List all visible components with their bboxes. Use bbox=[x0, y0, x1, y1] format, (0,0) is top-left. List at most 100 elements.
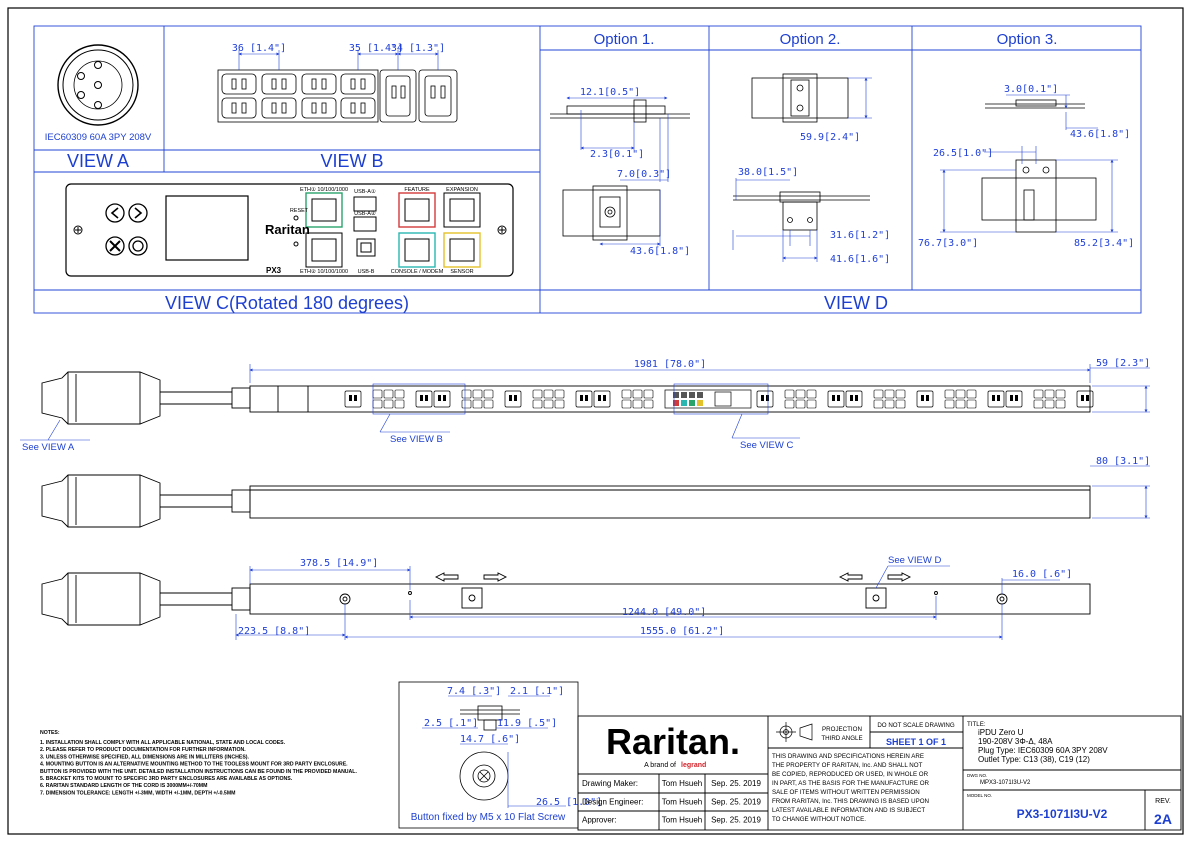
rev-label: REV. bbox=[1155, 798, 1171, 805]
outlet-group bbox=[827, 390, 863, 408]
title-line: iPDU Zero U bbox=[978, 728, 1024, 737]
outlet-group bbox=[873, 389, 906, 409]
label-console: CONSOLE / MODEM bbox=[391, 269, 444, 275]
outlet-group bbox=[916, 390, 934, 408]
view-b-dimensions bbox=[238, 50, 439, 70]
row-role: Approver: bbox=[582, 816, 617, 825]
outlet-group bbox=[415, 390, 451, 408]
disclaimer-line: SALE OF ITEMS WITHOUT WRITTEN PERMISSION bbox=[772, 789, 920, 796]
o2-dim-c: 31.6[1.2"] bbox=[830, 230, 890, 241]
disclaimer-line: IN PART, AS THE BASIS FOR THE MANUFACTUR… bbox=[772, 780, 930, 787]
note-item: BUTTON IS PROVIDED WITH THE UNIT. DETAIL… bbox=[40, 769, 357, 775]
option-1-title: Option 1. bbox=[594, 31, 655, 48]
title-label: TITLE: bbox=[967, 721, 986, 728]
model-no: PX3-1071I3U-V2 bbox=[1017, 807, 1108, 821]
label-eth2: ETH② 10/100/1000 bbox=[300, 268, 348, 275]
label-sensor: SENSOR bbox=[450, 269, 473, 275]
dwg-no: MPX3-1071I3U-V2 bbox=[980, 780, 1031, 786]
btn-dim-4: 11.9 [.5"] bbox=[497, 718, 557, 729]
row-date: Sep. 25. 2019 bbox=[711, 816, 761, 825]
tagline-prefix: A brand of bbox=[644, 762, 676, 769]
outlet-group bbox=[372, 389, 405, 409]
note-item: 2. PLEASE REFER TO PRODUCT DOCUMENTATION… bbox=[40, 747, 246, 753]
title-line: 190-208V 3Φ-Δ, 48A bbox=[978, 737, 1053, 746]
view-c-controller bbox=[65, 183, 514, 277]
title-line: Plug Type: IEC60309 60A 3PY 208V bbox=[978, 746, 1108, 755]
row-name: Tom Hsueh bbox=[662, 816, 702, 825]
row-name: Tom Hsueh bbox=[662, 779, 702, 788]
option-3-title: Option 3. bbox=[997, 31, 1058, 48]
see-view-b: See VIEW B bbox=[390, 434, 443, 445]
o1-dim-b: 2.3[0.1"] bbox=[590, 149, 644, 160]
view-d-title: VIEW D bbox=[824, 293, 888, 313]
outlet-group bbox=[344, 390, 362, 408]
dim-378: 378.5 [14.9"] bbox=[300, 558, 378, 569]
row-role: Drawing Maker: bbox=[582, 779, 638, 788]
label-expansion: EXPANSION bbox=[446, 187, 478, 193]
label-usb-a1: USB-A① bbox=[354, 188, 376, 195]
o3-dim-a: 3.0[0.1"] bbox=[1004, 84, 1058, 95]
disclaimer-line: THE PROPERTY OF RARITAN, Inc. AND SHALL … bbox=[772, 762, 923, 769]
o3-dim-e: 85.2[3.4"] bbox=[1074, 238, 1134, 249]
btn-dim-5: 14.7 [.6"] bbox=[460, 734, 520, 745]
disclaimer-line: THIS DRAWING AND SPECIFICATIONS HEREIN A… bbox=[772, 753, 924, 760]
note-item: 5. BRACKET KITS TO MOUNT TO SPECIFIC 3RD… bbox=[40, 776, 293, 782]
view-b-outlets bbox=[217, 69, 458, 123]
controller-module bbox=[664, 389, 752, 409]
row-role: Design Engineer: bbox=[582, 797, 643, 806]
o3-dim-c: 26.5[1.0"] bbox=[933, 148, 993, 159]
o2-dim-b: 38.0[1.5"] bbox=[738, 167, 798, 178]
outlet-group bbox=[987, 390, 1023, 408]
disclaimer-line: BE COPIED, REPRODUCED OR USED, IN WHOLE … bbox=[772, 771, 929, 778]
dim-16: 16.0 [.6"] bbox=[1012, 569, 1072, 580]
note-item: 1. INSTALLATION SHALL COMPLY WITH ALL AP… bbox=[40, 740, 286, 746]
dim-depth-front: 59 [2.3"] bbox=[1096, 358, 1150, 369]
label-eth1: ETH① 10/100/1000 bbox=[300, 186, 348, 193]
view-b-dim-35: 35 [1.4"] bbox=[349, 43, 403, 54]
title-block-frame bbox=[577, 715, 1182, 831]
row-date: Sep. 25. 2019 bbox=[711, 779, 761, 788]
outlet-group bbox=[784, 389, 817, 409]
button-caption: Button fixed by M5 x 10 Flat Screw bbox=[411, 812, 566, 823]
option-2-bracket bbox=[733, 73, 870, 231]
note-item: 3. UNLESS OTHERWISE SPECIFIED, ALL DIMEN… bbox=[40, 754, 250, 760]
pdu-rear-view bbox=[41, 572, 1091, 626]
dim-223: 223.5 [8.8"] bbox=[238, 626, 310, 637]
option-2-title: Option 2. bbox=[780, 31, 841, 48]
button-detail-dimensions bbox=[422, 695, 566, 808]
title-line: Outlet Type: C13 (38), C19 (12) bbox=[978, 755, 1090, 764]
view-a-title: VIEW A bbox=[67, 151, 129, 171]
pdu-rear-dimensions bbox=[235, 565, 1060, 640]
note-item: 6. RARITAN STANDARD LENGTH OF THE CORD I… bbox=[40, 783, 207, 789]
o3-dim-b: 43.6[1.8"] bbox=[1070, 129, 1130, 140]
outlet-group bbox=[1076, 390, 1094, 408]
model-no-label: MODEL NO. bbox=[967, 793, 992, 798]
notes-title: NOTES: bbox=[40, 730, 60, 736]
dim-1244: 1244.0 [49.0"] bbox=[622, 607, 706, 618]
label-usb-b: USB-B bbox=[358, 269, 375, 275]
disclaimer-line: LATEST AVAILABLE INFORMATION AND IS SUBJ… bbox=[772, 807, 925, 814]
btn-dim-2: 2.1 [.1"] bbox=[510, 686, 564, 697]
pdu-front-view bbox=[41, 371, 1091, 425]
disclaimer-line: TO CHANGE WITHOUT NOTICE. bbox=[772, 816, 866, 823]
pdu-side-dimensions bbox=[1090, 465, 1150, 519]
view-c-title: VIEW C(Rotated 180 degrees) bbox=[165, 293, 409, 313]
projection-icon bbox=[776, 722, 813, 742]
do-not-scale: DO NOT SCALE DRAWING bbox=[877, 722, 955, 729]
note-item: 4. MOUNTING BUTTON IS AN ALTERNATIVE MOU… bbox=[40, 762, 348, 768]
raritan-logo: Raritan. bbox=[606, 721, 740, 762]
projection-label-2: THIRD ANGLE bbox=[821, 735, 862, 742]
outlet-group bbox=[944, 389, 977, 409]
label-reset: RESET bbox=[290, 208, 309, 214]
option-2-dimensions bbox=[732, 77, 872, 262]
pdu-front-outlets bbox=[344, 389, 1094, 409]
dim-depth-side: 80 [3.1"] bbox=[1096, 456, 1150, 467]
view-b-dim-36: 36 [1.4"] bbox=[232, 43, 286, 54]
pdu-front-callouts bbox=[20, 364, 1150, 441]
disclaimer-line: FROM RARITAN, Inc. THIS DRAWING IS BASED… bbox=[772, 798, 929, 805]
outlet-group bbox=[461, 389, 494, 409]
outlet-group bbox=[575, 390, 611, 408]
plug-label: IEC60309 60A 3PY 208V bbox=[45, 132, 152, 143]
